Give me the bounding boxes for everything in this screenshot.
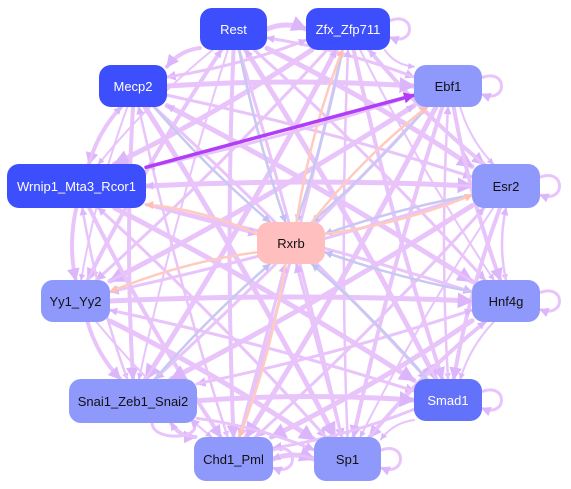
edge-hnf4g-esr2 bbox=[500, 206, 509, 282]
edge-wrnip1-ebf1 bbox=[144, 92, 416, 170]
edge-snai1-sp1 bbox=[195, 416, 316, 452]
edge-hnf4g-smad1 bbox=[458, 321, 495, 380]
edge-sp1-rxrb bbox=[294, 262, 344, 439]
edge-hnf4g-chd1 bbox=[268, 318, 475, 440]
edge-rest-mecp2 bbox=[165, 46, 202, 69]
edge-zfx-ebf1 bbox=[383, 49, 415, 70]
self-loop-chd1 bbox=[272, 447, 294, 476]
edge-sp1-chd1 bbox=[271, 452, 316, 461]
edge-zfx-rxrb bbox=[295, 48, 344, 224]
node-ebf1[interactable]: Ebf1 bbox=[414, 65, 482, 107]
node-yy1-yy2[interactable]: Yy1_Yy2 bbox=[41, 280, 110, 322]
edge-yy1-sp1 bbox=[107, 318, 317, 442]
edge-mecp2-sp1 bbox=[142, 104, 338, 440]
edge-zfx-smad1 bbox=[351, 48, 445, 381]
edge-snai1-smad1 bbox=[194, 391, 417, 408]
edge-chd1-esr2 bbox=[254, 206, 486, 439]
edge-zfx-snai1 bbox=[143, 47, 339, 382]
edge-esr2-rxrb bbox=[323, 193, 474, 236]
edge-ebf1-wrnip1 bbox=[144, 93, 416, 171]
edge-ebf1-chd1 bbox=[243, 104, 439, 440]
node-chd1-pml[interactable]: Chd1_Pml bbox=[194, 437, 273, 481]
edge-smad1-chd1 bbox=[271, 407, 416, 452]
edge-smad1-ebf1 bbox=[442, 105, 452, 381]
node-rxrb[interactable]: Rxrb bbox=[257, 222, 325, 264]
edge-rxrb-zfx bbox=[295, 48, 344, 224]
edge-mecp2-ebf1 bbox=[164, 77, 417, 94]
edge-chd1-mecp2 bbox=[136, 105, 229, 439]
self-loop-snai1 bbox=[150, 417, 201, 438]
edge-ebf1-sp1 bbox=[349, 105, 445, 439]
self-loop-ebf1 bbox=[481, 74, 503, 102]
edge-rxrb-ebf1 bbox=[310, 105, 429, 224]
edge-snai1-hnf4g bbox=[195, 308, 474, 386]
edge-rxrb-yy1 bbox=[108, 250, 259, 293]
edge-sp1-wrnip1 bbox=[97, 206, 327, 439]
edge-hnf4g-rxrb bbox=[323, 250, 474, 294]
node-hnf4g[interactable]: Hnf4g bbox=[472, 280, 540, 322]
self-loop-sp1 bbox=[380, 447, 402, 476]
node-zfx-zfp711[interactable]: Zfx_Zfp711 bbox=[306, 8, 390, 50]
edge-smad1-rxrb bbox=[310, 262, 429, 381]
edge-hnf4g-mecp2 bbox=[165, 104, 474, 283]
node-sp1[interactable]: Sp1 bbox=[314, 437, 381, 481]
edge-rest-hnf4g bbox=[253, 48, 487, 282]
edge-wrnip1-smad1 bbox=[112, 205, 417, 383]
edge-chd1-rxrb bbox=[237, 262, 288, 439]
self-loop-zfx bbox=[389, 17, 411, 45]
edge-rxrb-chd1 bbox=[238, 262, 287, 439]
edge-yy1-hnf4g bbox=[107, 292, 475, 309]
edge-mecp2-rxrb bbox=[152, 105, 272, 224]
node-esr2[interactable]: Esr2 bbox=[472, 164, 540, 208]
self-loop-smad1 bbox=[481, 388, 503, 416]
edge-rest-zfx bbox=[264, 16, 309, 32]
edge-mecp2-snai1 bbox=[125, 105, 139, 381]
self-loop-esr2 bbox=[539, 174, 561, 203]
edge-esr2-sp1 bbox=[359, 207, 495, 438]
edge-snai1-zfx bbox=[144, 48, 338, 381]
edge-yy1-snai1 bbox=[85, 320, 123, 381]
node-wrnip1-mta3-rcor1[interactable]: Wrnip1_Mta3_Rcor1 bbox=[7, 164, 146, 208]
edge-ebf1-rxrb bbox=[310, 105, 429, 224]
node-rest[interactable]: Rest bbox=[200, 8, 267, 50]
edge-chd1-snai1 bbox=[169, 421, 197, 439]
edge-snai1-rxrb bbox=[153, 262, 272, 381]
edge-wrnip1-chd1 bbox=[87, 206, 223, 439]
edge-zfx-wrnip1 bbox=[112, 47, 315, 167]
edge-wrnip1-yy1 bbox=[67, 206, 80, 282]
edge-smad1-sp1 bbox=[380, 419, 415, 441]
edge-group bbox=[67, 16, 561, 476]
node-snai1-zeb1-snai2[interactable]: Snai1_Zeb1_Snai2 bbox=[69, 379, 197, 423]
edge-wrnip1-mecp2 bbox=[87, 105, 123, 166]
edge-yy1-ebf1 bbox=[108, 104, 416, 283]
self-loop-hnf4g bbox=[539, 289, 561, 317]
node-mecp2[interactable]: Mecp2 bbox=[99, 65, 167, 107]
node-smad1[interactable]: Smad1 bbox=[414, 379, 482, 421]
edge-mecp2-zfx bbox=[165, 38, 308, 79]
edge-ebf1-esr2 bbox=[459, 106, 495, 165]
edge-sp1-zfx bbox=[342, 48, 352, 439]
edge-mecp2-esr2 bbox=[165, 93, 474, 179]
edge-rxrb-esr2 bbox=[323, 193, 474, 236]
edge-rxrb-wrnip1 bbox=[144, 201, 259, 236]
edge-wrnip1-rxrb bbox=[144, 203, 259, 237]
